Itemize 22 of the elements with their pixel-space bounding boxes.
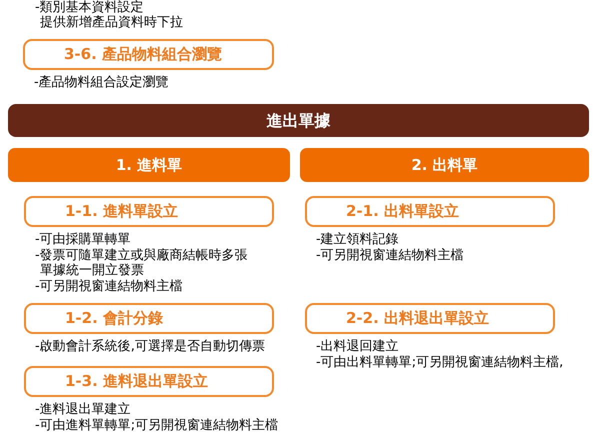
section-header-box: 2-1. 出料單設立: [305, 196, 555, 227]
description-text: -建立領料記錄: [316, 232, 400, 248]
description-text: -可另開視窗連結物料主檔: [35, 278, 184, 294]
note-text: 提供新增產品資料時下拉: [40, 15, 183, 30]
description-text: -可由進料單轉單;可另開視窗連結物料主檔: [35, 418, 278, 433]
note-text: -類別基本資料設定: [35, 0, 144, 15]
column-header-bar: 1. 進料單: [8, 148, 290, 182]
description-text: -出料退回建立: [316, 339, 400, 354]
title-bar: 進出單據: [8, 104, 589, 137]
section-header-box: 1-1. 進料單設立: [24, 196, 274, 227]
description-text: -可由出料單轉單;可另開視窗連結物料主檔,: [316, 354, 564, 370]
description-text: -啟動會計系統後,可選擇是否自動切傳票: [35, 339, 265, 354]
description-text: -可由採購單轉單: [35, 232, 132, 248]
section-header-box: 1-2. 會計分錄: [24, 303, 274, 334]
column-header-bar: 2. 出料單: [300, 148, 589, 182]
description-text: -產品物料組合設定瀏覽: [34, 75, 169, 90]
description-text: -發票可隨單建立或與廠商結帳時多張單據統一開立發票: [35, 248, 249, 278]
section-header-box: 2-2. 出料退出單設立: [305, 303, 555, 334]
section-header-box: 1-3. 進料退出單設立: [24, 366, 274, 397]
section-header-box: 3-6. 產品物料組合瀏覽: [23, 39, 274, 70]
description-text: -進料退出單建立: [35, 402, 132, 418]
description-text: -可另開視窗連結物料主檔: [316, 248, 464, 263]
